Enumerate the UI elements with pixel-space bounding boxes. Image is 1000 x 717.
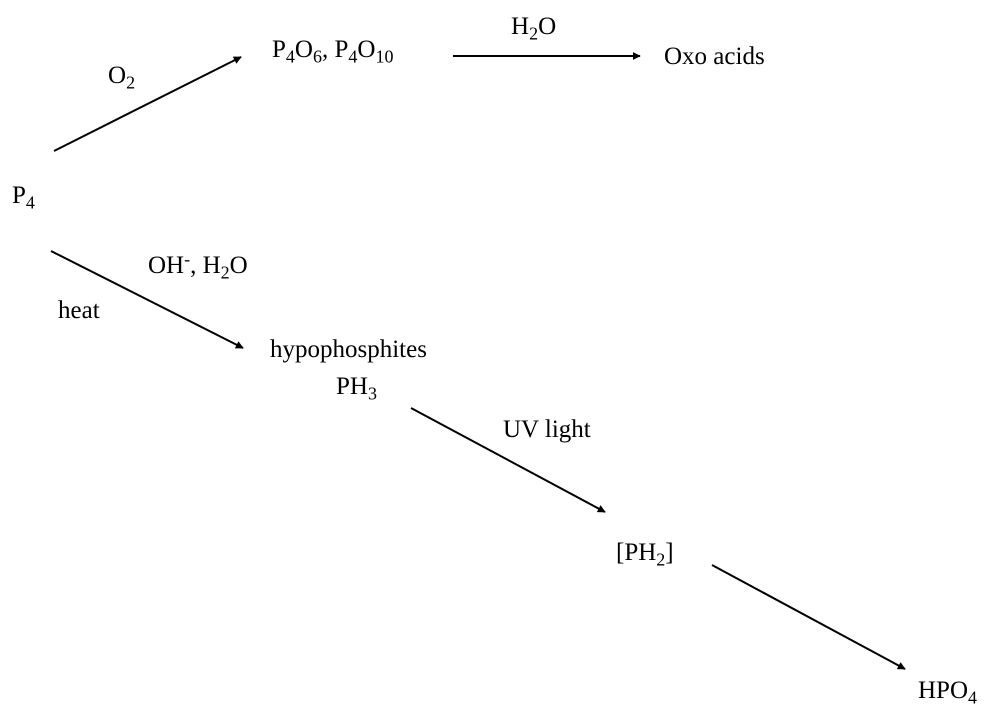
arrow-ph3-to-ph2	[410, 407, 606, 513]
arrow-ph2-to-hpo4	[711, 564, 906, 670]
species-ph3: PH3	[336, 373, 377, 404]
reagent-water: H2O	[511, 13, 557, 44]
arrow-p4-to-hypophosphites	[50, 250, 244, 349]
species-oxo-acids: Oxo acids	[664, 43, 765, 70]
reagent-hydroxide-water: OH-, H2O	[148, 248, 248, 283]
species-p4: P4	[12, 182, 35, 213]
species-ph2-radical: [PH2]	[616, 539, 674, 570]
condition-heat: heat	[58, 297, 100, 324]
species-hpo4: HPO4	[918, 677, 978, 708]
species-phosphorus-oxides: P4O6, P4O10	[272, 36, 394, 67]
arrow-p4-to-oxides	[53, 56, 242, 152]
species-hypophosphites: hypophosphites	[270, 336, 427, 363]
reagent-o2: O2	[108, 62, 136, 93]
condition-uv-light: UV light	[503, 416, 591, 443]
